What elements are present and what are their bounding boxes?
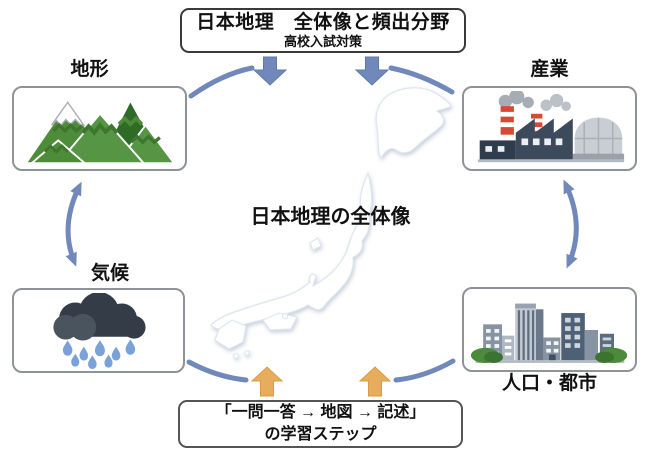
header-box: 日本地理 全体像と頻出分野 高校入試対策: [180, 8, 466, 53]
footer-up-arrow-right: [358, 366, 392, 397]
population-label: 人口・都市: [501, 373, 597, 394]
footer-up-arrow-left: [250, 366, 284, 397]
population-box: [462, 287, 637, 372]
footer-box: 「一問一答 → 地図 → 記述」 の学習ステップ: [178, 400, 463, 448]
mountains-icon: [23, 97, 176, 164]
header-title: 日本地理 全体像と頻出分野: [196, 11, 450, 33]
center-caption: 日本地理の全体像: [250, 206, 411, 228]
header-subtitle: 高校入試対策: [283, 33, 362, 49]
industry-population-double-arrow: [563, 179, 579, 269]
footer-line1: 「一問一答 → 地図 → 記述」: [215, 404, 426, 422]
arc-top-left: [188, 65, 255, 99]
industry-box: [462, 86, 637, 171]
city-buildings-icon: [470, 303, 627, 363]
rain-cloud-icon: [52, 292, 146, 369]
climate-box: [12, 288, 185, 373]
factory-icon: [477, 90, 624, 162]
arc-top-right: [388, 65, 455, 95]
arc-bottom-right: [393, 358, 456, 383]
header-down-arrow-right: [354, 56, 390, 86]
footer-line2: の学習ステップ: [264, 426, 377, 443]
industry-label: 産業: [530, 59, 569, 80]
terrain-climate-double-arrow: [65, 181, 82, 267]
climate-label: 気候: [90, 263, 129, 284]
header-down-arrow-left: [252, 56, 288, 86]
arc-bottom-left: [186, 359, 249, 383]
terrain-box: [12, 86, 187, 171]
terrain-label: 地形: [70, 59, 109, 80]
